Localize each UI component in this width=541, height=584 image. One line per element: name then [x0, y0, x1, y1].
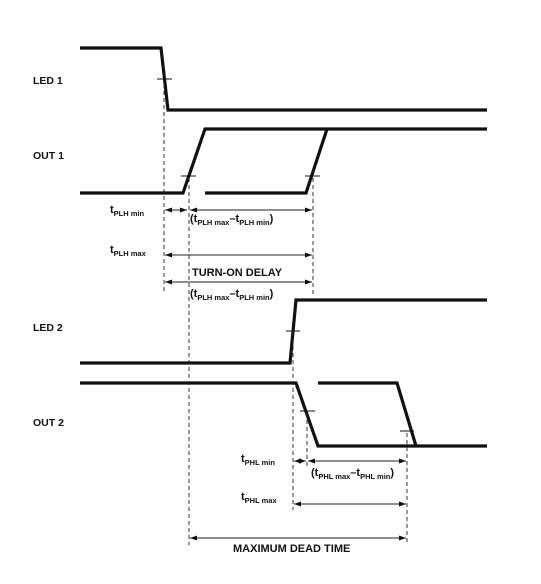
tplh-spread-label: (tPLH max–tPLH min)	[190, 213, 274, 227]
turn-on-delay-label: TURN-ON DELAY	[192, 267, 283, 279]
tphl-max-label: tPHL max	[241, 491, 277, 505]
tphl-spread-label: (tPHL max–tPHL min)	[311, 467, 394, 481]
maximum-dead-time-label: MAXIMUM DEAD TIME	[233, 543, 350, 555]
led2-waveform	[80, 298, 487, 365]
out2-waveform-slow	[318, 381, 418, 447]
led2-label: LED 2	[33, 322, 63, 334]
out2-waveform-fast	[80, 381, 487, 448]
tplh-spread-label-2: (tPLH max–tPLH min)	[190, 288, 274, 302]
led1-waveform	[80, 46, 487, 112]
out1-label: OUT 1	[33, 150, 64, 162]
tplh-max-label: tPLH max	[110, 244, 147, 258]
tphl-min-label: tPHL min	[241, 453, 275, 467]
tplh-min-label: tPLH min	[110, 204, 145, 218]
led1-label: LED 1	[33, 75, 63, 87]
out1-waveform-fast	[80, 127, 487, 195]
out1-waveform-slow	[205, 128, 329, 195]
out2-label: OUT 2	[33, 417, 64, 429]
